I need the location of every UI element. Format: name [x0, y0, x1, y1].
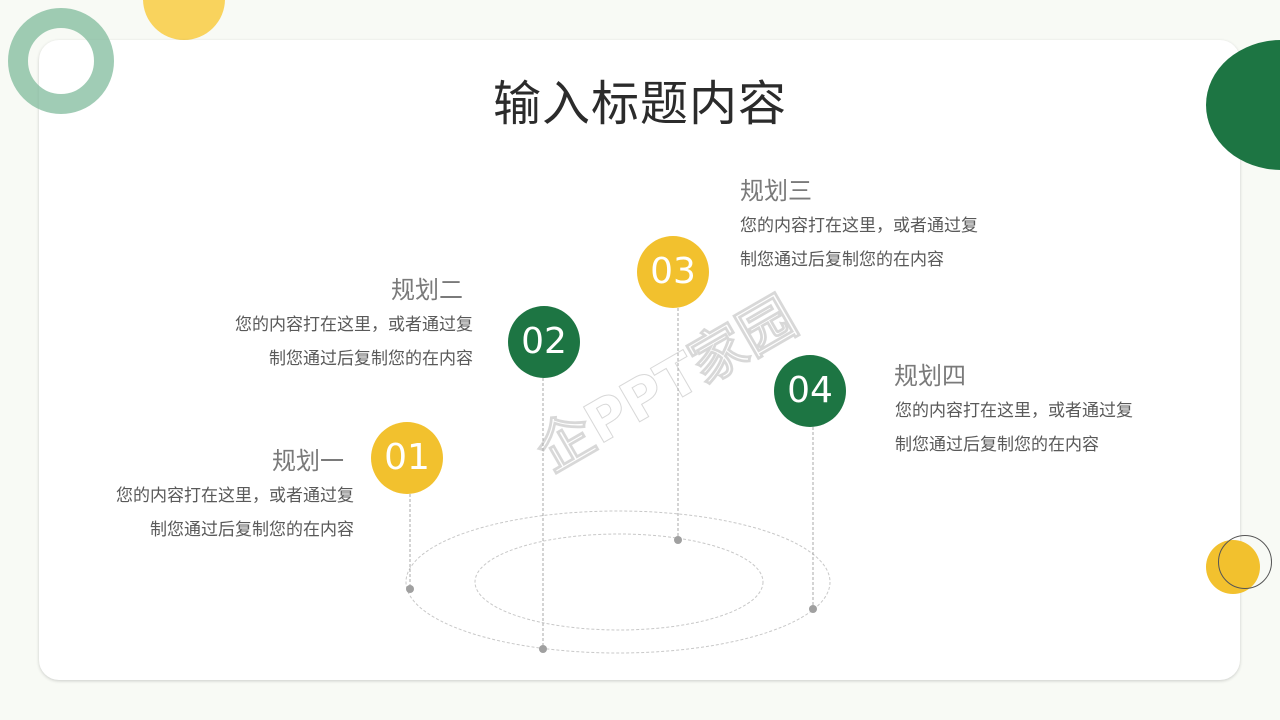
- step-text-03-line2: 制您通过后复制您的在内容: [740, 250, 944, 270]
- step-badge-01: 01: [371, 422, 443, 494]
- slide-title: 输入标题内容: [492, 76, 787, 132]
- step-heading-02: 规划二: [391, 276, 463, 304]
- anchor-dot-04: [809, 605, 817, 613]
- inner-orbit: [474, 533, 764, 631]
- anchor-dot-01: [406, 585, 414, 593]
- step-badge-03: 03: [637, 236, 709, 308]
- step-heading-03: 规划三: [740, 177, 812, 205]
- anchor-dot-03: [674, 536, 682, 544]
- step-badge-02: 02: [508, 306, 580, 378]
- step-text-01-line2: 制您通过后复制您的在内容: [150, 520, 354, 540]
- step-text-03-line1: 您的内容打在这里，或者通过复: [740, 216, 978, 236]
- step-heading-04: 规划四: [894, 362, 966, 390]
- step-badge-04: 04: [774, 355, 846, 427]
- step-heading-01: 规划一: [272, 447, 344, 475]
- step-text-02-line2: 制您通过后复制您的在内容: [269, 349, 473, 369]
- step-text-04-line1: 您的内容打在这里，或者通过复: [895, 401, 1133, 421]
- step-text-04-line2: 制您通过后复制您的在内容: [895, 435, 1099, 455]
- slide-card: [39, 40, 1240, 680]
- step-text-01-line1: 您的内容打在这里，或者通过复: [116, 486, 354, 506]
- anchor-dot-02: [539, 645, 547, 653]
- decor-outline-ring-bottom-right: [1218, 535, 1272, 589]
- outer-orbit: [405, 510, 831, 654]
- step-text-02-line1: 您的内容打在这里，或者通过复: [235, 315, 473, 335]
